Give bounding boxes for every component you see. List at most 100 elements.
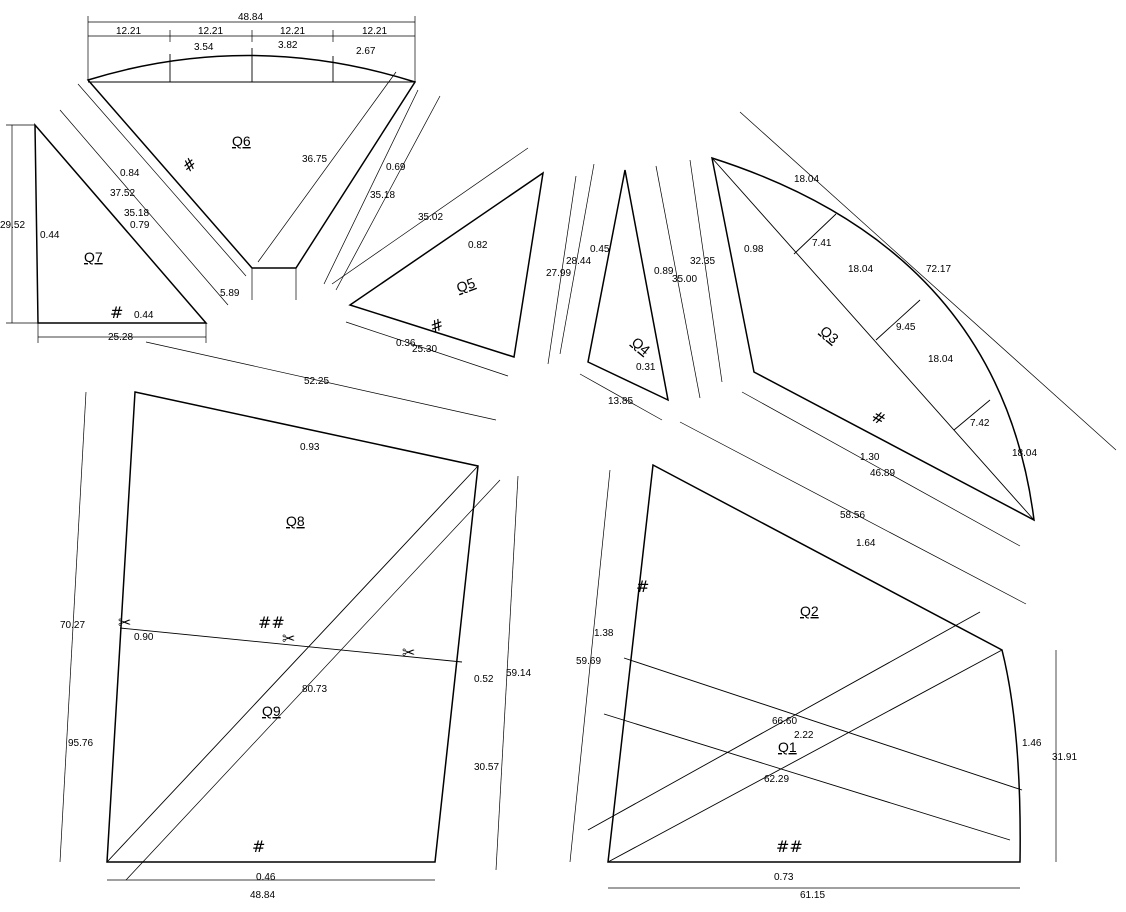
q3-outline (711, 156, 1035, 522)
q5-outline (348, 171, 545, 358)
q1-diagonal-1 (607, 649, 1003, 863)
q6-piece-label: Q6 (232, 133, 251, 149)
piece-q8-q9: 52.25 0.93 70.27 0.90 59.14 0.52 80.73 9… (59, 341, 531, 901)
q9-diag-dim (125, 479, 501, 881)
q5-top-dim (331, 147, 529, 285)
q9-off-label: 0.46 (256, 872, 276, 883)
q6-outline (86, 54, 417, 269)
piece-q4: 28.44 0.45 0.89 35.00 0.31 13.85 Q4 (559, 163, 701, 421)
q7-off3-label: 0.44 (134, 310, 154, 321)
q7-diag-label: 35.18 (124, 208, 149, 219)
q8-left-dim (59, 391, 87, 863)
q6-seg1-label: 12.21 (116, 26, 141, 37)
q5-right-dim (547, 175, 577, 365)
q6-rise1-label: 3.54 (194, 42, 214, 53)
q3-off-label: 0.98 (744, 244, 764, 255)
scissors-icon: ✂ (282, 629, 295, 648)
q8-q9-outline (106, 391, 479, 863)
scissors-icon: ✂ (118, 613, 131, 632)
q7-off-label: 0.44 (40, 230, 60, 241)
q2-top-dim (679, 421, 1027, 605)
q1-bottom-label: 62.29 (764, 774, 789, 785)
q3-seg1-label: 18.04 (794, 174, 819, 185)
q6-right-dim-outer (335, 95, 441, 291)
piece-q6: 48.84 12.21 12.21 12.21 12.21 3.54 3.82 … (77, 12, 441, 300)
q6-bottom-label: 5.89 (220, 288, 240, 299)
q9-grain-mark: # (252, 837, 265, 856)
q8-grain-mark: ## (258, 613, 285, 632)
q8-right-dim (495, 475, 519, 871)
q9-right-label: 30.57 (474, 762, 499, 773)
q3-rise2-label: 9.45 (896, 322, 916, 333)
q1-q2-outline (607, 463, 1021, 863)
q5-base-dim (345, 321, 509, 377)
q1-piece-label: Q1 (778, 739, 797, 755)
q3-piece-label: Q3 (817, 322, 842, 346)
q4-left-label: 28.44 (566, 256, 591, 267)
q4-left-dim (559, 163, 595, 355)
q6-total-label: 48.84 (238, 12, 263, 23)
q9-diag-label: 80.73 (302, 684, 327, 695)
q8-piece-label: Q8 (286, 513, 305, 529)
q7-grain-mark: # (110, 303, 123, 322)
q3-bottom-dim (741, 391, 1021, 547)
q6-rise2-label: 3.82 (278, 40, 298, 51)
q4-piece-label: Q4 (629, 334, 654, 358)
q4-off2-label: 0.89 (654, 266, 674, 277)
q3-grain-mark: # (868, 406, 889, 429)
q3-rise-2 (875, 299, 921, 341)
q1-q2-split-line (623, 657, 1023, 791)
q2-top-label: 58.56 (840, 510, 865, 521)
q8-left-label: 70.27 (60, 620, 85, 631)
q3-left-label: 32.35 (690, 256, 715, 267)
q6-seg4-label: 12.21 (362, 26, 387, 37)
q6-right-dim (323, 89, 419, 285)
q7-outline (34, 122, 208, 324)
q3-rise-3 (953, 399, 991, 431)
q3-left-dim (689, 159, 723, 383)
q6-right-dim-label: 35.18 (370, 190, 395, 201)
q4-right-label: 35.00 (672, 274, 697, 285)
q3-seg2-label: 18.04 (848, 264, 873, 275)
q6-left-diag-dim (77, 83, 247, 277)
q9-piece-label: Q9 (262, 703, 281, 719)
q4-base-label: 13.85 (608, 396, 633, 407)
q3-rise1-label: 7.41 (812, 238, 832, 249)
q4-right-dim (655, 165, 701, 399)
q3-bottom-label: 46.89 (870, 468, 895, 479)
q2-off-label: 1.64 (856, 538, 876, 549)
piece-q1-q2: 58.56 1.64 59.69 1.38 66.60 2.22 62.29 3… (569, 421, 1077, 901)
q3-rise3-label: 7.42 (970, 418, 990, 429)
q4-base-dim (579, 373, 663, 421)
q1-off-right-label: 1.46 (1022, 738, 1042, 749)
q7-base-label: 25.28 (108, 332, 133, 343)
q7-height-label: 29.52 (0, 220, 25, 231)
q8-off-left-label: 0.90 (134, 632, 154, 643)
q2-piece-label: Q2 (800, 603, 819, 619)
q6-seg2-label: 12.21 (198, 26, 223, 37)
q1-off-base-label: 0.73 (774, 872, 794, 883)
q3-chord (711, 157, 1035, 521)
q7-piece-label: Q7 (84, 249, 103, 265)
q5-off-label: 0.82 (468, 240, 488, 251)
q6-diag-left-label: 37.52 (110, 188, 135, 199)
q1-base-label: 61.15 (800, 890, 825, 901)
q5-right-label: 27.99 (546, 268, 571, 279)
q2-grain-mark: # (636, 577, 649, 596)
q9-diagonal (106, 465, 479, 863)
q3-total-dim (739, 111, 1117, 451)
q1-off-label: 2.22 (794, 730, 814, 741)
q8-off-right-label: 0.52 (474, 674, 494, 685)
scissors-icon: ✂ (402, 643, 415, 662)
q3-off2-label: 1.30 (860, 452, 880, 463)
q1-diag-label: 66.60 (772, 716, 797, 727)
q9-base-label: 48.84 (250, 890, 275, 901)
q4-off3-label: 0.31 (636, 362, 656, 373)
q6-grain-mark: # (178, 153, 200, 176)
piece-q3: 18.04 18.04 18.04 18.04 7.41 9.45 7.42 7… (689, 111, 1117, 547)
q7-off2-label: 0.79 (130, 220, 150, 231)
q2-off-left-label: 1.38 (594, 628, 614, 639)
q2-left-label: 59.69 (576, 656, 601, 667)
q6-off-left-label: 0.84 (120, 168, 140, 179)
